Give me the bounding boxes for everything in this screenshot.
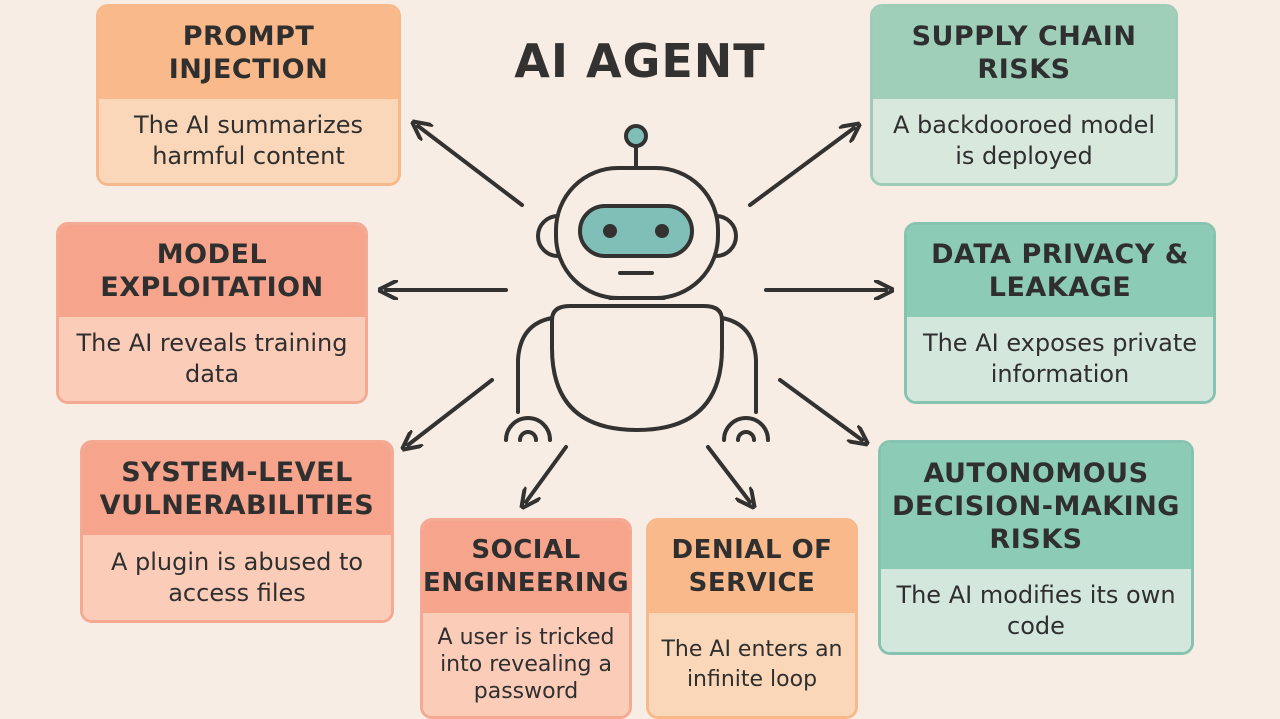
card-heading: DATA PRIVACY & LEAKAGE: [907, 225, 1213, 317]
page-title: AI AGENT: [514, 34, 766, 88]
card-system-level: SYSTEM-LEVEL VULNERABILITIES A plugin is…: [80, 440, 394, 623]
arrow-icon: [408, 378, 494, 445]
arrow-icon: [706, 445, 750, 502]
card-text: The AI summarizes harmful content: [99, 99, 398, 183]
card-heading: SOCIAL ENGINEERING: [423, 521, 629, 613]
card-denial-of-service: DENIAL OF SERVICE The AI enters an infin…: [646, 518, 858, 719]
card-heading: PROMPT INJECTION: [99, 7, 398, 99]
card-model-exploitation: MODEL EXPLOITATION The AI reveals traini…: [56, 222, 368, 404]
card-heading: DENIAL OF SERVICE: [649, 521, 855, 613]
card-text: The AI modifies its own code: [881, 569, 1191, 652]
card-social-engineering: SOCIAL ENGINEERING A user is tricked int…: [420, 518, 632, 719]
card-heading: SUPPLY CHAIN RISKS: [873, 7, 1175, 99]
card-prompt-injection: PROMPT INJECTION The AI summarizes harmf…: [96, 4, 401, 186]
card-text: The AI exposes private information: [907, 317, 1213, 401]
card-data-privacy: DATA PRIVACY & LEAKAGE The AI exposes pr…: [904, 222, 1216, 404]
arrow-icon: [778, 378, 862, 440]
card-autonomous: AUTONOMOUS DECISION-MAKING RISKS The AI …: [878, 440, 1194, 655]
arrow-icon: [748, 128, 854, 207]
card-text: A backdooroed model is deployed: [873, 99, 1175, 183]
card-heading: MODEL EXPLOITATION: [59, 225, 365, 317]
card-supply-chain: SUPPLY CHAIN RISKS A backdooroed model i…: [870, 4, 1178, 186]
card-heading: SYSTEM-LEVEL VULNERABILITIES: [83, 443, 391, 535]
card-text: The AI enters an infinite loop: [649, 613, 855, 716]
robot-icon: [504, 124, 770, 442]
card-text: A user is tricked into revealing a passw…: [423, 613, 629, 716]
card-text: The AI reveals training data: [59, 317, 365, 401]
arrow-icon: [418, 126, 524, 207]
card-text: A plugin is abused to access files: [83, 535, 391, 620]
card-heading: AUTONOMOUS DECISION-MAKING RISKS: [881, 443, 1191, 569]
arrow-icon: [526, 445, 568, 502]
